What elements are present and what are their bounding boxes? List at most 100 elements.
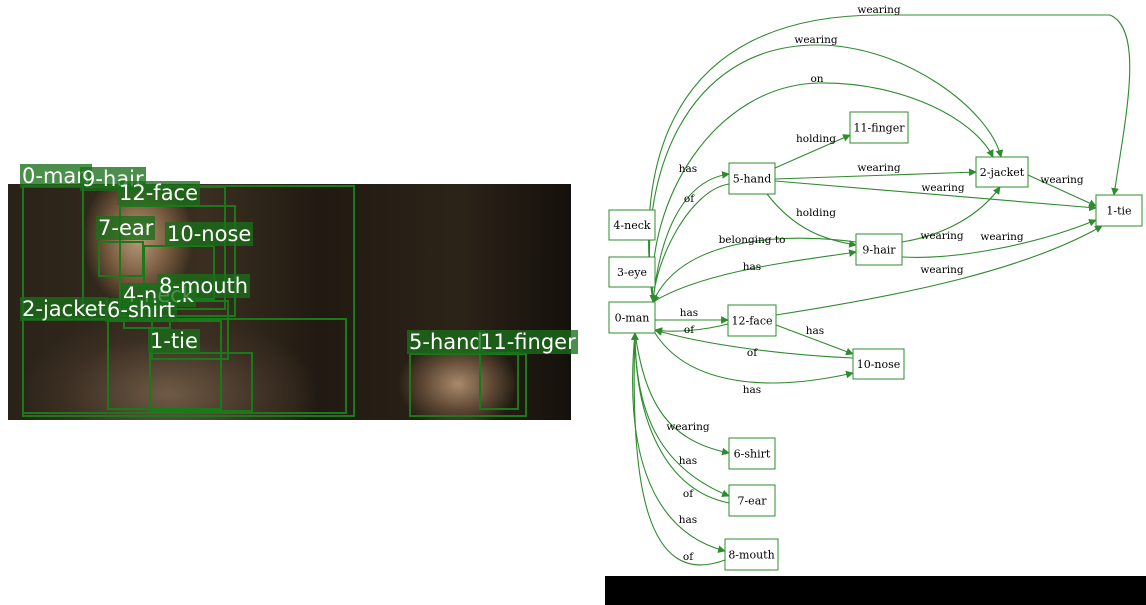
edge-2-jacket-1-tie: wearing xyxy=(1027,174,1097,207)
node-label: 10-nose xyxy=(857,358,901,371)
nodes-layer: 0-man 1-tie 2-jacket 4-neck 3-eye 5-hand 6-shi… xyxy=(608,111,1143,571)
edge-label: wearing xyxy=(794,34,838,46)
edge-label: has xyxy=(806,325,824,337)
edge-line xyxy=(652,171,730,303)
edge-label: wearing xyxy=(666,421,710,433)
edge-line xyxy=(652,237,857,303)
node-6-shirt: 6-shirt xyxy=(728,437,776,470)
node-12-face: 12-face xyxy=(727,304,777,337)
edge-12-face-10-nose: has xyxy=(775,324,854,356)
edge-10-nose-0-man: of xyxy=(654,328,854,359)
node-7-ear: 7-ear xyxy=(728,484,776,517)
node-box xyxy=(608,256,656,288)
edge-line xyxy=(774,134,851,169)
edge-label: of xyxy=(683,551,694,563)
bbox-label-hand: 5-hand xyxy=(407,330,485,354)
bbox-label-tie: 1-tie xyxy=(148,329,200,353)
edge-label: of xyxy=(684,193,695,205)
edge-12-face-0-man: of xyxy=(654,323,729,336)
edge-line xyxy=(1027,174,1097,207)
bbox-jacket xyxy=(22,318,347,414)
edge-label: has xyxy=(679,163,697,175)
edge-line xyxy=(648,44,1004,303)
edge-label: has xyxy=(680,307,698,319)
node-box xyxy=(728,484,776,517)
node-9-hair: 9-hair xyxy=(855,233,903,266)
node-box xyxy=(724,538,779,571)
edge-5-hand-2-jacket: wearing xyxy=(774,162,977,180)
node-box xyxy=(1095,194,1143,227)
node-label: 5-hand xyxy=(733,173,771,186)
bbox-label-face: 12-face xyxy=(117,181,201,205)
bbox-label-jacket: 2-jacket xyxy=(20,297,108,321)
node-1-tie: 1-tie xyxy=(1095,194,1143,227)
bbox-tie xyxy=(149,352,253,412)
node-box xyxy=(608,209,656,241)
edge-0-man-7-ear: has xyxy=(634,332,730,497)
edge-label: on xyxy=(810,73,823,85)
node-label: 11-finger xyxy=(854,122,906,135)
bbox-label-finger: 11-finger xyxy=(478,330,578,354)
edge-label: has xyxy=(743,261,761,273)
edge-5-hand-11-finger: holding xyxy=(774,133,851,169)
edge-0-man-2-jacket: wearing xyxy=(648,34,1004,303)
node-box xyxy=(727,304,777,337)
node-label: 6-shirt xyxy=(734,448,771,461)
edge-label: wearing xyxy=(920,264,964,276)
edge-label: wearing xyxy=(920,230,964,242)
bbox-label-man: 0-man xyxy=(20,164,92,188)
edge-label: wearing xyxy=(921,182,965,194)
node-5-hand: 5-hand xyxy=(728,162,776,195)
edge-12-face-1-tie: wearing xyxy=(775,225,1103,316)
edge-label: of xyxy=(683,488,694,500)
node-box xyxy=(728,162,776,195)
edge-line xyxy=(630,332,726,566)
edge-0-man-10-nose: has xyxy=(654,332,854,396)
node-label: 8-mouth xyxy=(728,549,774,562)
edge-8-mouth-0-man: of xyxy=(630,332,726,566)
node-10-nose: 10-nose xyxy=(852,348,905,380)
node-11-finger: 11-finger xyxy=(849,111,909,144)
edge-label: has xyxy=(743,384,761,396)
edge-0-man-9-hair: has xyxy=(652,249,857,303)
bbox-hand xyxy=(409,353,527,417)
edge-label: holding xyxy=(796,207,836,219)
edge-label: belonging to xyxy=(719,234,786,246)
node-label: 0-man xyxy=(615,312,650,325)
node-label: 2-jacket xyxy=(980,166,1025,179)
edge-line xyxy=(901,186,1001,243)
edge-line xyxy=(766,193,857,248)
edge-label: wearing xyxy=(857,162,901,174)
bbox-ear xyxy=(98,241,144,277)
node-box xyxy=(975,156,1029,188)
node-label: 1-tie xyxy=(1106,205,1131,218)
edge-label: wearing xyxy=(857,4,901,16)
node-box xyxy=(728,437,776,470)
node-3-eye: 3-eye xyxy=(608,256,656,288)
bbox-label-mouth: 8-mouth xyxy=(157,274,251,298)
edge-7-ear-0-man: of xyxy=(631,332,730,504)
edge-label: has xyxy=(679,514,697,526)
node-label: 3-eye xyxy=(617,266,647,279)
edge-0-man-2-jacket: on xyxy=(651,73,994,303)
bbox-label-shirt: 6-shirt xyxy=(105,298,177,322)
node-box xyxy=(852,348,905,380)
edge-5-hand-1-tie: wearing xyxy=(774,180,1097,212)
edge-line xyxy=(654,328,854,359)
edge-0-man-8-mouth: has xyxy=(632,332,726,553)
node-box xyxy=(855,233,903,266)
node-label: 4-neck xyxy=(613,219,650,232)
edge-9-hair-1-tie: wearing xyxy=(901,219,1097,258)
edge-line xyxy=(634,332,730,497)
edge-label: wearing xyxy=(1040,174,1084,186)
node-4-neck: 4-neck xyxy=(608,209,656,241)
edge-line xyxy=(651,82,994,303)
bbox-finger xyxy=(479,352,519,410)
footer-bar xyxy=(605,576,1146,605)
bbox-face xyxy=(119,205,236,317)
node-box xyxy=(608,301,656,334)
edge-line xyxy=(774,180,1097,212)
